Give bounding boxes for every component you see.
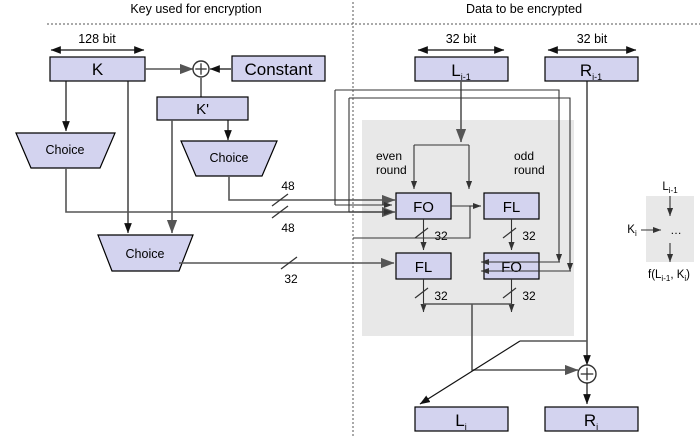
wire-feedback-upper [335, 89, 563, 263]
legend-output-prefix: f(L [648, 269, 662, 281]
slash-48-top [271, 193, 289, 207]
bus-label-48-top: 48 [281, 179, 295, 193]
data-block-l-prev-sub: i-1 [461, 72, 471, 82]
svg-text:Li-1: Li-1 [662, 181, 678, 195]
data-block-l-prev-label: L [451, 61, 460, 80]
legend-output-sub2: i [684, 274, 686, 283]
key-block-k-label: K [92, 60, 104, 79]
data-block-r-prev-sub: i-1 [592, 72, 602, 82]
slash-fl-odd-out [502, 227, 517, 239]
slash-fo-odd-out [502, 287, 517, 299]
bus-label-fo-even-out: 32 [434, 229, 448, 243]
bus-label-48-bottom: 48 [281, 221, 295, 235]
legend-input-sub: i-1 [669, 186, 678, 195]
wire-choice-a-to-fo-even [65, 168, 396, 218]
choice-block-c [97, 234, 194, 272]
legend-output-mid: , K [670, 269, 684, 281]
left-data-width-measure: 32 bit [417, 32, 505, 54]
choice-block-a [15, 132, 116, 169]
round-block-fl-odd-label: FL [503, 199, 521, 216]
legend-output-sub1: i-1 [661, 274, 670, 283]
bus-label-32-key: 32 [284, 272, 298, 286]
odd-round-label-line2: round [514, 163, 545, 177]
data-block-l-next-sub: i [465, 422, 467, 432]
round-block-fl-odd [483, 192, 540, 220]
round-block-fo-even-label: FO [413, 199, 434, 216]
key-block-kprime-label: K' [196, 101, 209, 118]
wire-f-output-to-xor [471, 304, 579, 376]
slash-fl-even-out [414, 287, 429, 299]
svg-text:Ri-1: Ri-1 [580, 61, 602, 82]
wire-fo-even-feedback [353, 206, 471, 239]
key-block-k [49, 56, 146, 82]
legend-key-label: K [627, 224, 635, 236]
left-data-width-label: 32 bit [446, 32, 477, 46]
svg-text:f(Li-1, Ki): f(Li-1, Ki) [648, 269, 690, 283]
slash-32-key [280, 256, 298, 270]
legend-ellipsis: … [670, 225, 682, 237]
svg-text:Ri: Ri [584, 411, 598, 432]
data-block-r-prev-label: R [580, 61, 592, 80]
key-block-kprime [156, 96, 249, 121]
data-block-r-next [544, 406, 639, 432]
round-function-region [362, 120, 574, 336]
slash-fo-even-out [414, 227, 429, 239]
wire-choice-b-to-fo-even [228, 176, 396, 206]
svg-text:Li-1: Li-1 [451, 61, 470, 82]
choice-block-a-label: Choice [46, 143, 85, 157]
bus-label-fl-even-out: 32 [434, 289, 448, 303]
bus-label-fo-odd-out: 32 [522, 289, 536, 303]
data-block-l-next-label: L [455, 411, 464, 430]
xor-key-constant [192, 60, 210, 78]
right-data-width-measure: 32 bit [547, 32, 637, 54]
legend-output-suffix: ) [686, 269, 690, 281]
even-round-label-line2: round [376, 163, 407, 177]
legend-input-label: L [662, 181, 669, 193]
round-block-fl-even [395, 252, 452, 280]
key-block-constant-label: Constant [244, 60, 312, 79]
key-width-label: 128 bit [78, 32, 116, 46]
even-round-label-line1: even [376, 149, 402, 163]
choice-block-c-label: Choice [126, 247, 165, 261]
xor-feistel [577, 364, 597, 384]
round-block-fl-even-label: FL [415, 259, 433, 276]
wire-bypass-to-l-next [419, 340, 521, 405]
slash-48-bottom [271, 205, 289, 219]
data-block-r-next-sub: i [596, 422, 598, 432]
right-data-width-label: 32 bit [577, 32, 608, 46]
choice-block-b [180, 140, 278, 177]
svg-text:Ki: Ki [627, 224, 637, 238]
title-right: Data to be encrypted [466, 2, 582, 16]
svg-text:Li: Li [455, 411, 466, 432]
key-width-measure: 128 bit [50, 32, 145, 54]
data-block-r-next-label: R [584, 411, 596, 430]
round-block-fo-odd [483, 252, 540, 280]
key-block-constant [231, 55, 326, 82]
odd-round-label-line1: odd [514, 149, 534, 163]
wire-feedback-lower [349, 97, 574, 272]
data-block-l-next [414, 406, 509, 432]
data-block-r-prev [544, 56, 639, 82]
legend-key-sub: i [635, 229, 637, 238]
round-block-fo-odd-label: FO [501, 259, 522, 276]
choice-block-b-label: Choice [210, 151, 249, 165]
round-block-fo-even [395, 192, 452, 220]
bus-label-fl-odd-out: 32 [522, 229, 536, 243]
title-left: Key used for encryption [130, 2, 261, 16]
